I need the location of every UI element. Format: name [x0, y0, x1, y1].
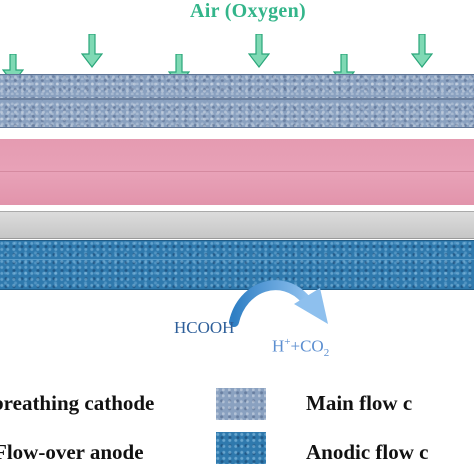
- main-channel-divider-line: [0, 171, 474, 172]
- flow-over-anode-layer: [0, 240, 474, 290]
- air-breathing-cathode-layer: [0, 74, 474, 128]
- legend-anodic-channel-label: Anodic flow c: [306, 440, 429, 464]
- co2-subscript: 2: [323, 347, 330, 360]
- formic-acid-label: HCOOH: [174, 318, 235, 337]
- reaction-products-label: H++CO2: [272, 336, 329, 359]
- legend-main-channel-label: Main flow c: [306, 391, 413, 415]
- proton-symbol: H: [272, 336, 285, 356]
- reaction-curved-arrow: [229, 280, 328, 327]
- co-symbol: +CO: [290, 336, 324, 356]
- anode-divider-line: [0, 259, 474, 260]
- legend-anode-swatch: [216, 432, 266, 464]
- air-arrow-6: [411, 34, 433, 68]
- air-oxygen-label: Air (Oxygen): [190, 0, 306, 22]
- proton-charge: +: [284, 336, 291, 348]
- air-arrow-2: [81, 34, 103, 68]
- air-arrow-4: [248, 34, 270, 68]
- main-flow-channel-layer: [0, 139, 474, 205]
- legend-cathode-label: breathing cathode: [0, 391, 155, 415]
- cathode-divider-line: [0, 98, 474, 100]
- separator-layer: [0, 211, 474, 239]
- legend-anode-label: Flow-over anode: [0, 440, 144, 464]
- legend-cathode-swatch: [216, 388, 266, 420]
